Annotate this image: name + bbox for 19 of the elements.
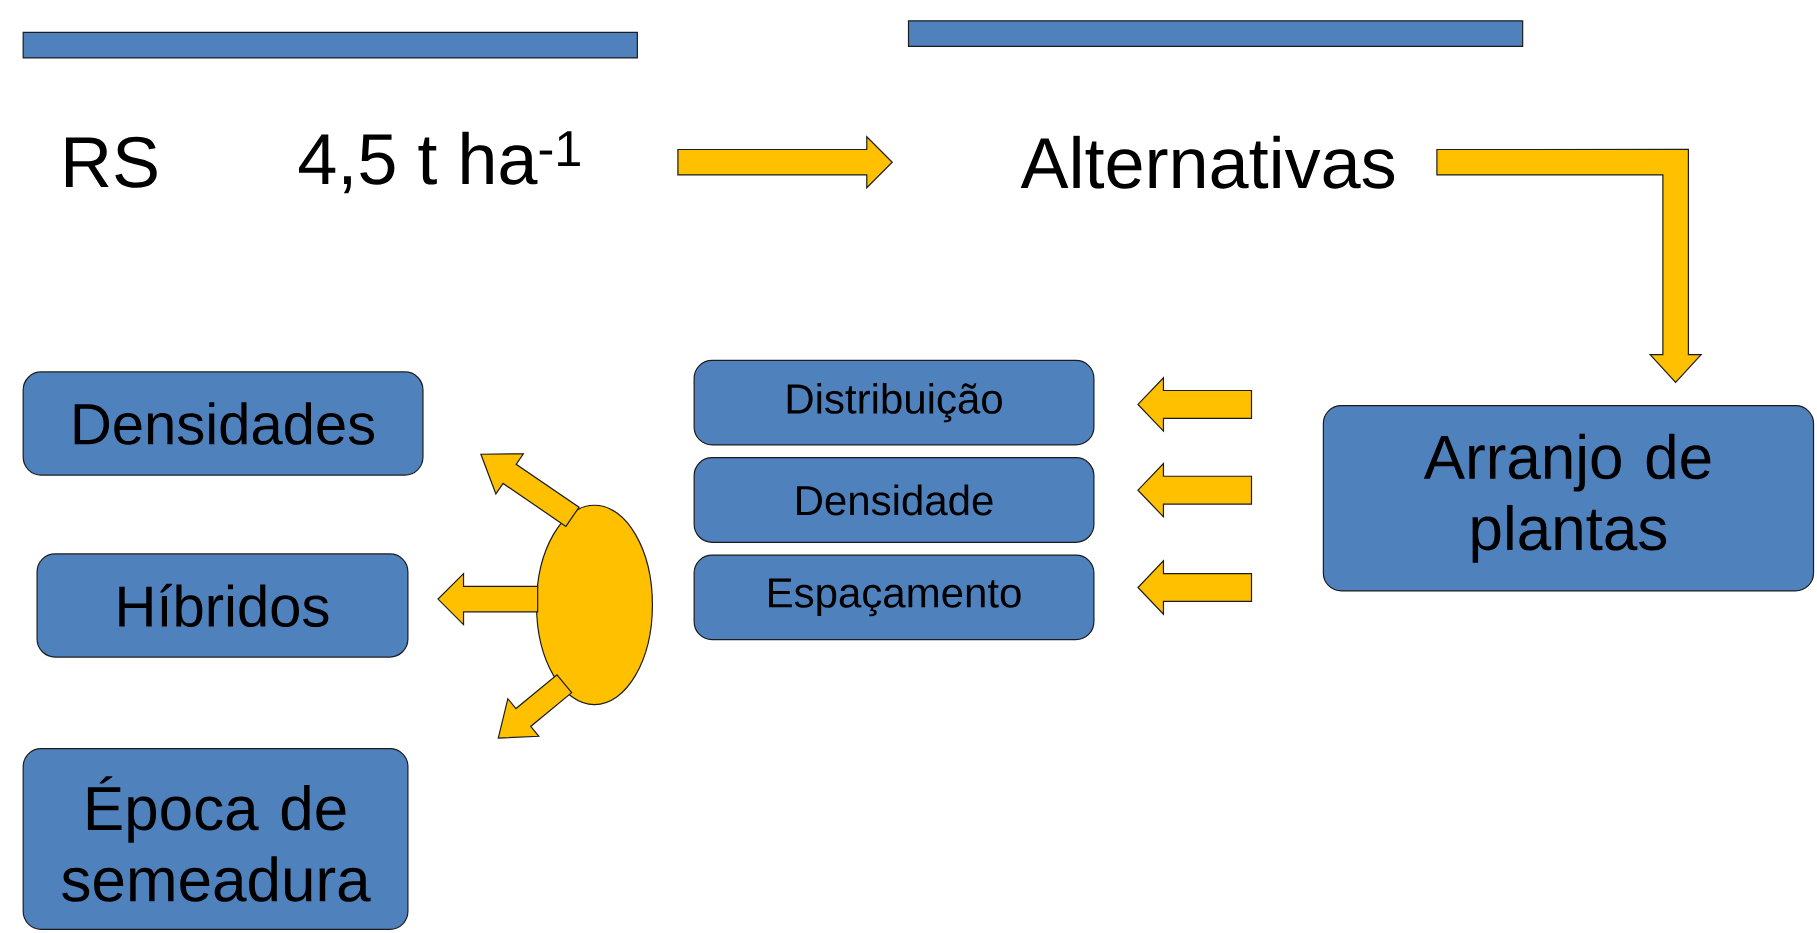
heading-text: Alternativas xyxy=(1020,135,1395,189)
process-box: Densidade xyxy=(693,457,1095,543)
ellipse-shape xyxy=(535,504,653,706)
label-text: RS xyxy=(66,136,157,188)
process-box: Híbridos xyxy=(36,553,409,658)
process-box: Densidades xyxy=(22,371,424,476)
block-arrow xyxy=(1137,462,1253,519)
block-arrow xyxy=(1436,148,1703,384)
block-arrow xyxy=(437,572,539,627)
block-arrow xyxy=(677,135,894,190)
heading-text: 4,5 t ha$^{-1}$ xyxy=(299,131,580,194)
process-box: Distribuição xyxy=(693,359,1095,446)
process-box: Arranjo de plantas xyxy=(1322,405,1815,592)
block-arrow xyxy=(480,453,580,528)
block-arrow xyxy=(497,674,573,739)
block-arrow xyxy=(1137,376,1253,433)
process-box: Época de semeadura xyxy=(22,748,409,931)
process-box: Espaçamento xyxy=(693,554,1095,641)
block-arrow xyxy=(1137,559,1253,616)
